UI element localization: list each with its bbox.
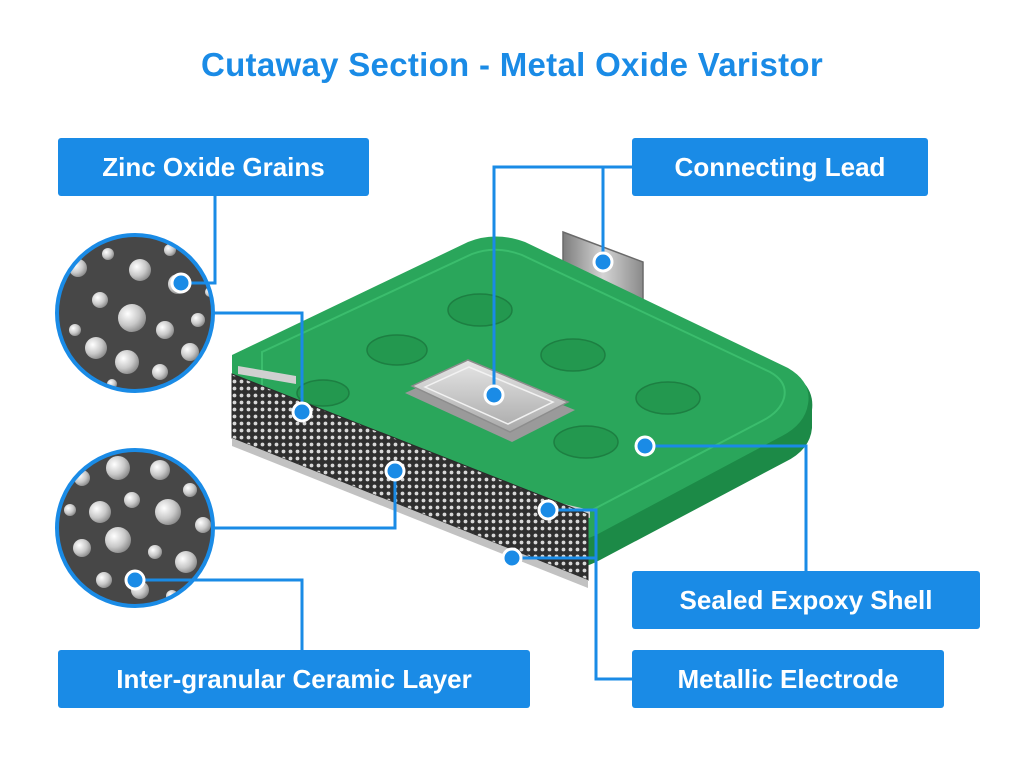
dot-electrode-lower <box>501 547 523 569</box>
magnified-grains-top <box>55 233 215 393</box>
label-sealed-shell: Sealed Expoxy Shell <box>632 571 980 629</box>
leader-shell <box>645 444 808 571</box>
dot-zinc-grains <box>170 272 192 294</box>
dot-chip <box>483 384 505 406</box>
diagram-title: Cutaway Section - Metal Oxide Varistor <box>200 46 824 83</box>
dot-section-top <box>291 401 313 423</box>
dot-layer <box>124 569 146 591</box>
magnified-grains-bottom <box>55 448 215 608</box>
shell-dimples <box>296 293 701 459</box>
label-inter-granular-layer: Inter-granular Ceramic Layer <box>58 650 530 708</box>
callout-dots <box>124 251 656 591</box>
leader-lead-to-tab <box>601 165 632 262</box>
label-metallic-electrode: Metallic Electrode <box>632 650 944 708</box>
leader-section-to-bottom-circle <box>213 471 397 530</box>
leader-lead-to-chip <box>492 165 632 395</box>
dot-shell <box>634 435 656 457</box>
leader-layer <box>135 578 304 650</box>
label-connecting-lead: Connecting Lead <box>632 138 928 196</box>
leader-lines <box>135 165 808 681</box>
leader-zinc-to-section <box>213 311 304 412</box>
leader-electrode-upper <box>548 508 632 681</box>
label-zinc-oxide-grains: Zinc Oxide Grains <box>58 138 369 196</box>
dot-section-middle <box>384 460 406 482</box>
dot-lead-tab <box>592 251 614 273</box>
dot-electrode-upper <box>537 499 559 521</box>
leader-zinc-grains <box>181 196 217 285</box>
cutaway-section <box>231 366 590 588</box>
